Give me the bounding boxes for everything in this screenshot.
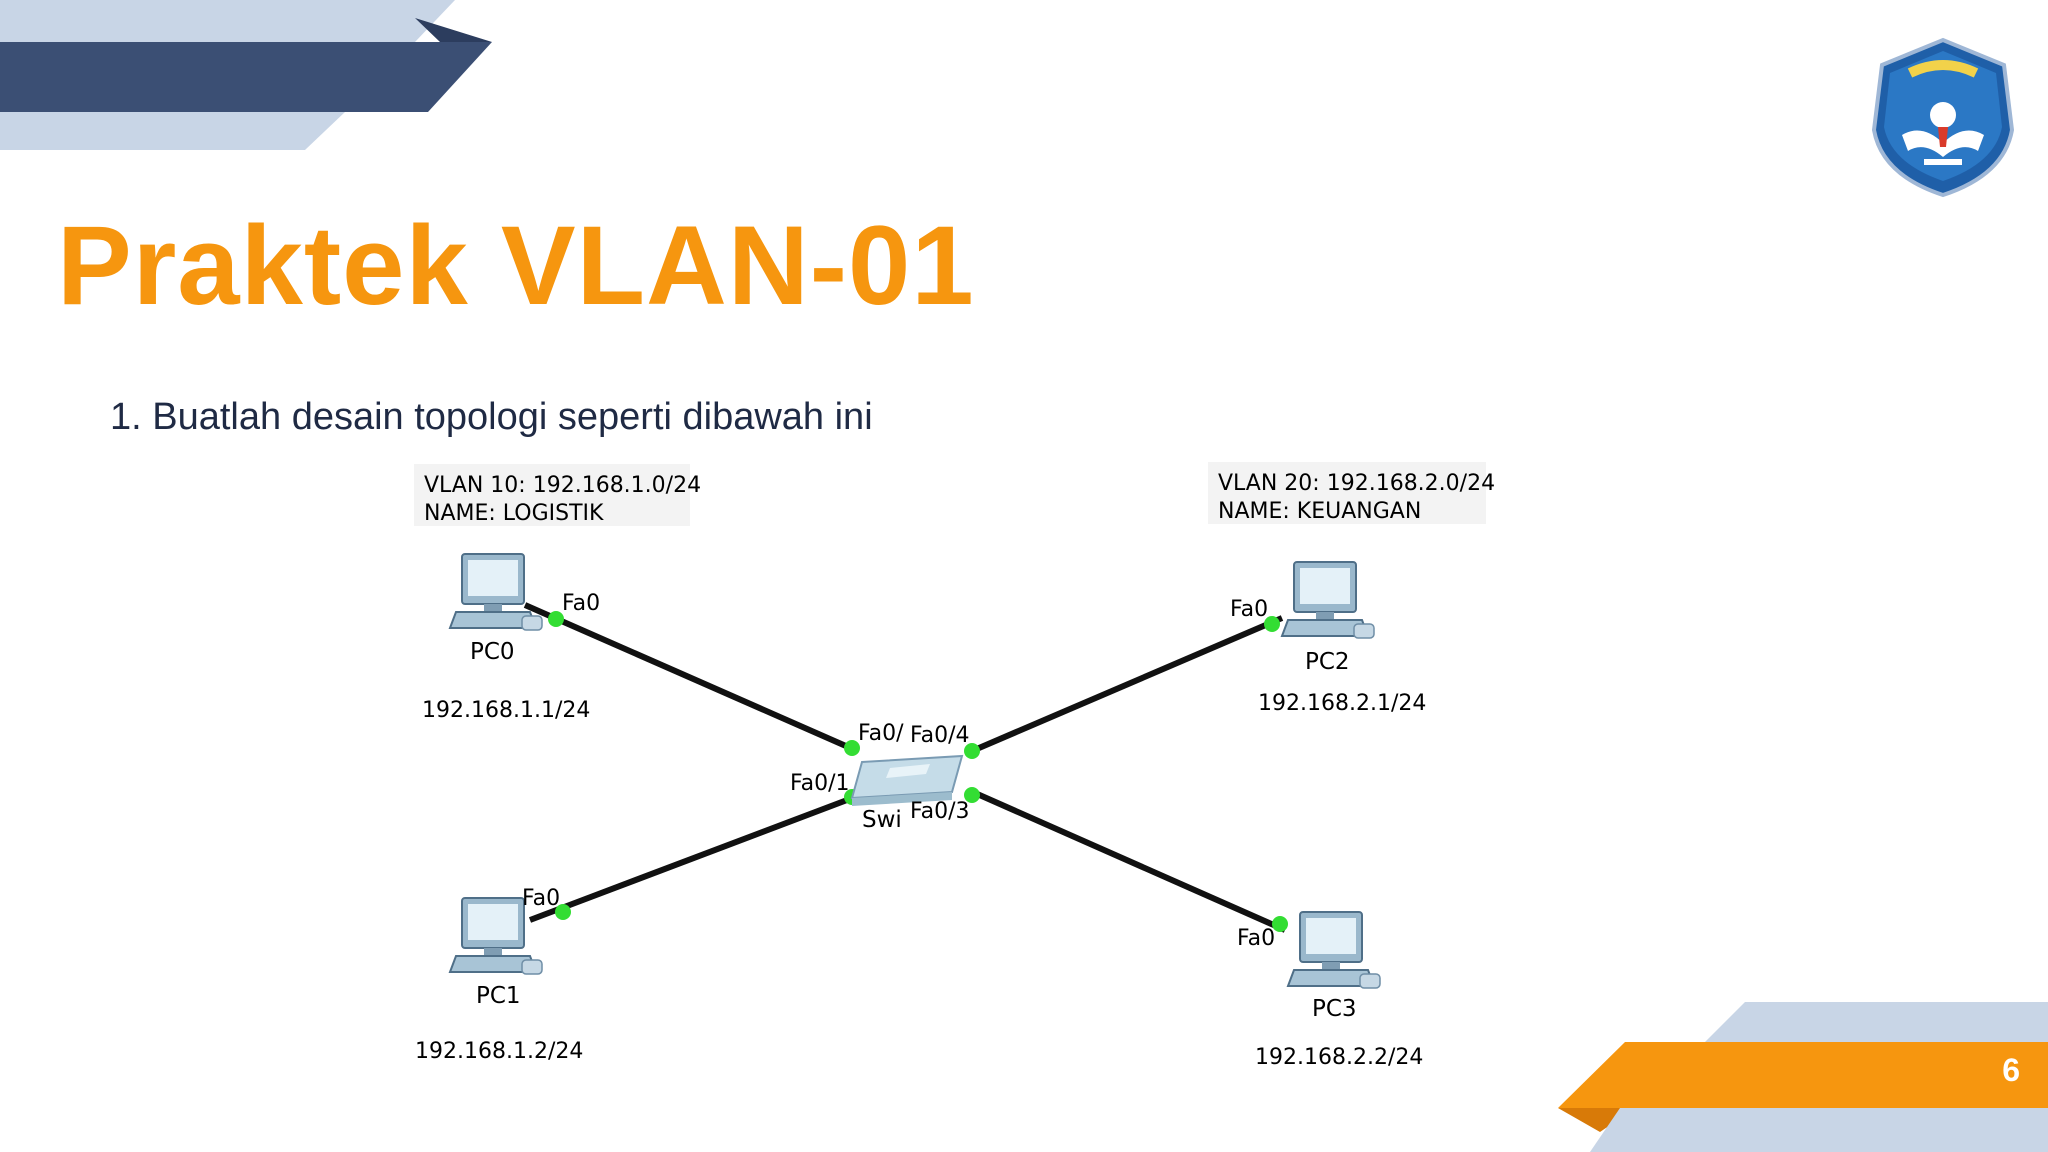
pc1-name: PC1 bbox=[476, 983, 521, 1009]
pc0-icon[interactable] bbox=[449, 553, 543, 631]
pc2-ip: 192.168.2.1/24 bbox=[1258, 691, 1426, 716]
header-light-stripe-top bbox=[0, 0, 455, 42]
pc0-ip: 192.168.1.1/24 bbox=[422, 698, 590, 723]
pc3-ip: 192.168.2.2/24 bbox=[1255, 1045, 1423, 1070]
switch-port-fa0-2: Fa0/ bbox=[858, 721, 904, 746]
footer-light-stripe-bottom bbox=[1590, 1108, 2048, 1152]
link-light bbox=[844, 740, 860, 756]
link-light bbox=[1264, 616, 1280, 632]
pc2-icon[interactable] bbox=[1281, 561, 1375, 639]
pc0-name: PC0 bbox=[470, 639, 515, 665]
switch-icon[interactable] bbox=[850, 754, 964, 806]
vlan10-line1: VLAN 10: 192.168.1.0/24 bbox=[424, 473, 701, 498]
footer-orange-bar bbox=[1558, 1042, 2048, 1108]
switch-label: Swi bbox=[862, 807, 902, 833]
pc2-name: PC2 bbox=[1305, 649, 1350, 675]
cable-pc2-switch[interactable] bbox=[970, 615, 1284, 754]
header-navy-stripe bbox=[0, 42, 492, 112]
vlan20-label-box bbox=[1208, 462, 1486, 524]
link-light bbox=[964, 787, 980, 803]
page-title: Praktek VLAN-01 bbox=[57, 203, 975, 328]
pc3-port: Fa0 bbox=[1237, 926, 1275, 951]
pc1-port: Fa0 bbox=[522, 886, 560, 911]
header-navy-tip bbox=[415, 18, 492, 42]
footer-light-stripe-top bbox=[1705, 1002, 2048, 1042]
instruction-text: 1. Buatlah desain topologi seperti dibaw… bbox=[110, 396, 873, 438]
header-light-stripe-bottom bbox=[0, 112, 345, 150]
link-light bbox=[555, 904, 571, 920]
cable-pc1-switch[interactable] bbox=[528, 794, 857, 923]
vlan10-label-box bbox=[414, 464, 690, 526]
switch-port-fa0-3: Fa0/3 bbox=[910, 799, 970, 824]
vlan20-line1: VLAN 20: 192.168.2.0/24 bbox=[1218, 471, 1495, 496]
switch-port-fa0-1: Fa0/1 bbox=[790, 771, 850, 796]
pc1-ip: 192.168.1.2/24 bbox=[415, 1039, 583, 1064]
pc0-port: Fa0 bbox=[562, 591, 600, 616]
vlan10-line2: NAME: LOGISTIK bbox=[424, 501, 604, 526]
pc2-port: Fa0 bbox=[1230, 597, 1268, 622]
cable-pc3-switch[interactable] bbox=[973, 790, 1287, 933]
pc3-name: PC3 bbox=[1312, 996, 1357, 1022]
tut-wuri-handayani-logo bbox=[1871, 37, 2015, 198]
switch-port-fa0-4: Fa0/4 bbox=[910, 723, 970, 748]
footer-orange-tip bbox=[1558, 1108, 1635, 1132]
link-light bbox=[964, 743, 980, 759]
vlan20-line2: NAME: KEUANGAN bbox=[1218, 499, 1421, 524]
pc3-icon[interactable] bbox=[1287, 911, 1381, 989]
cable-pc0-switch[interactable] bbox=[523, 602, 857, 753]
link-light bbox=[548, 611, 564, 627]
page-number: 6 bbox=[2002, 1052, 2020, 1088]
link-light bbox=[1272, 916, 1288, 932]
